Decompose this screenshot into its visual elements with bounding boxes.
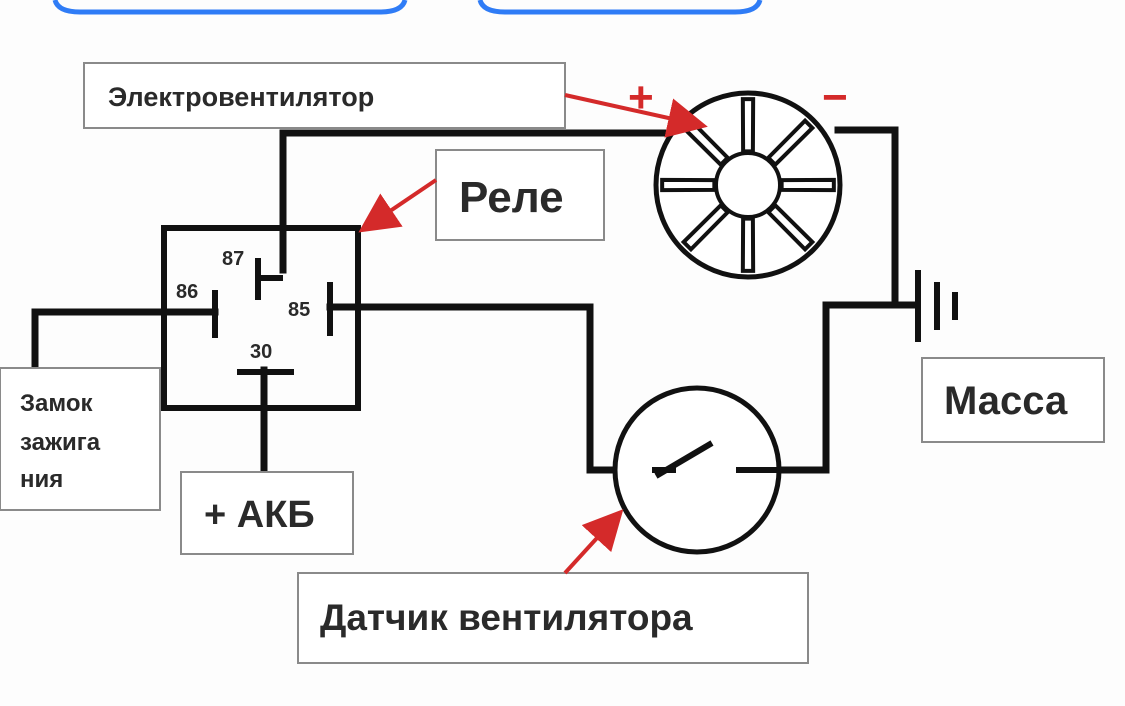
ground-label-box: Масса <box>921 357 1105 443</box>
sensor-label-box: Датчик вентилятора <box>297 572 809 664</box>
relay-label-box: Реле <box>435 149 605 241</box>
fan-label-box: Электровентилятор <box>83 62 566 129</box>
ignition-label-line2: зажига <box>20 429 101 456</box>
wire-87-to-fan <box>279 129 704 274</box>
ignition-label-line1: Замок <box>20 390 93 417</box>
pin-label-86: 86 <box>176 281 198 303</box>
fan-blade <box>740 97 756 154</box>
fan-blade <box>740 216 756 273</box>
pin-label-87: 87 <box>222 248 244 270</box>
fan-minus-sign: − <box>822 73 848 122</box>
sensor-label: Датчик вентилятора <box>320 597 693 638</box>
fan-motor-icon <box>653 90 843 280</box>
battery-label: + АКБ <box>204 494 315 536</box>
fan-blade <box>779 177 836 193</box>
fan-blade <box>765 202 816 253</box>
thermo-switch-icon <box>590 385 826 555</box>
top-tabs <box>52 0 763 15</box>
ground-symbol-icon <box>915 270 958 342</box>
pointer-arrows <box>358 93 708 575</box>
fan-blade <box>765 117 816 168</box>
wire-fan-to-ground <box>834 126 919 309</box>
fan-label: Электровентилятор <box>108 82 374 112</box>
pin-label-85: 85 <box>288 299 310 321</box>
fan-blades <box>660 97 836 273</box>
ignition-label-box: Замок зажига ния <box>0 367 161 511</box>
wire-85-to-sensor <box>326 303 660 474</box>
arrow-relay <box>358 178 438 233</box>
fan-blade <box>660 177 717 193</box>
wire-86-to-ignition <box>31 308 219 372</box>
ground-label: Масса <box>944 379 1068 423</box>
relay: 87 86 85 30 <box>161 225 361 411</box>
fan-blade <box>680 202 731 253</box>
arrow-fan <box>564 93 708 138</box>
relay-label: Реле <box>459 173 564 222</box>
arrow-sensor <box>563 509 624 575</box>
top-tab-right <box>477 0 763 15</box>
ignition-label-line3: ния <box>20 466 63 493</box>
top-tab-left <box>52 0 408 15</box>
pin-label-30: 30 <box>250 341 272 363</box>
battery-label-box: + АКБ <box>180 471 354 555</box>
relay-body <box>161 225 361 411</box>
